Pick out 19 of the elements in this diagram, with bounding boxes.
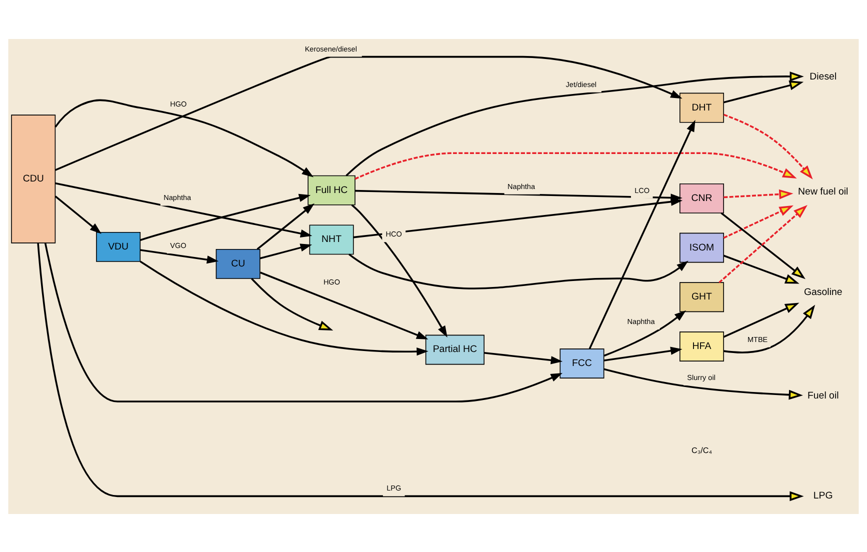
edge-label: Naphtha xyxy=(508,181,536,190)
edge-label: Kerosene/diesel xyxy=(304,44,357,53)
edge-label: HCO xyxy=(386,229,402,238)
node-text: Diesel xyxy=(810,71,837,82)
edge-label: LCO xyxy=(634,185,650,194)
node-text: Gasoline xyxy=(804,286,842,298)
edge-label: Slurry oil xyxy=(687,372,716,382)
edge-label: MTBE xyxy=(747,334,768,344)
node-text: LPG xyxy=(813,490,833,502)
label: C₃/C₄ xyxy=(692,445,712,454)
edge-label: Jet/diesel xyxy=(566,79,597,88)
edge-label: Naphtha xyxy=(164,192,192,202)
edge-label: HGO xyxy=(323,276,340,286)
edge-label: HGO xyxy=(170,98,187,108)
node-text: New fuel oil xyxy=(798,186,848,197)
edge-label: Naphtha xyxy=(627,316,655,326)
edge-label: LPG xyxy=(386,483,402,492)
node-text: Fuel oil xyxy=(807,390,839,401)
edge-label: VGO xyxy=(170,240,186,250)
